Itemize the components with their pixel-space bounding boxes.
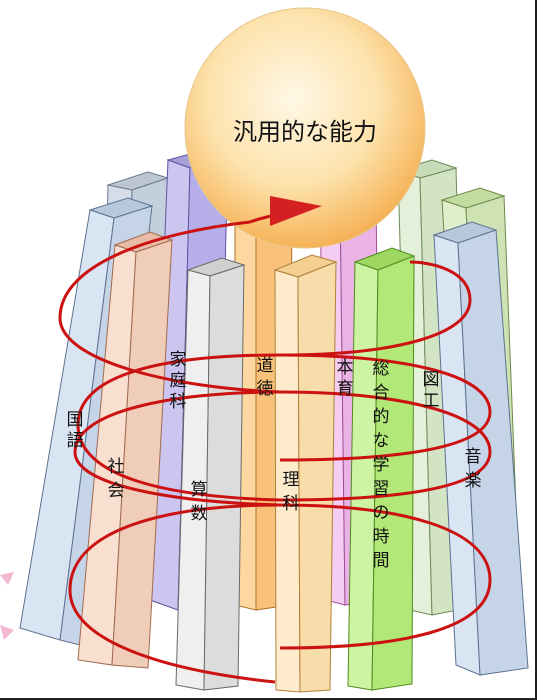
red-spiral [58,208,492,684]
subject-label-sogo: 総合的な学習の時間 [372,359,390,571]
subject-label-shakai: 社会 [107,457,125,501]
center-label: 汎用的な能力 [233,118,377,146]
pink-fragment-marks [0,572,14,640]
subject-label-taiiku: 本育 [336,358,354,399]
subject-label-dotoku: 道徳 [256,356,274,399]
frame-right-line [535,0,537,700]
pillar-ongaku [432,221,529,676]
subject-label-sansu: 算数 [190,480,208,524]
subject-label-ongaku: 音楽 [464,447,482,491]
pillar-rika [273,254,338,693]
ability-sphere [184,7,426,249]
subject-label-katei: 家庭科 [169,350,187,412]
pillar-sansu [175,257,246,691]
subject-label-rika: 理科 [282,470,300,514]
subject-label-kokugo: 国語 [66,410,84,451]
subject-label-zuko: 図工 [422,370,440,411]
spiral-arrowhead [270,196,322,226]
frame-bottom-line [0,698,537,700]
